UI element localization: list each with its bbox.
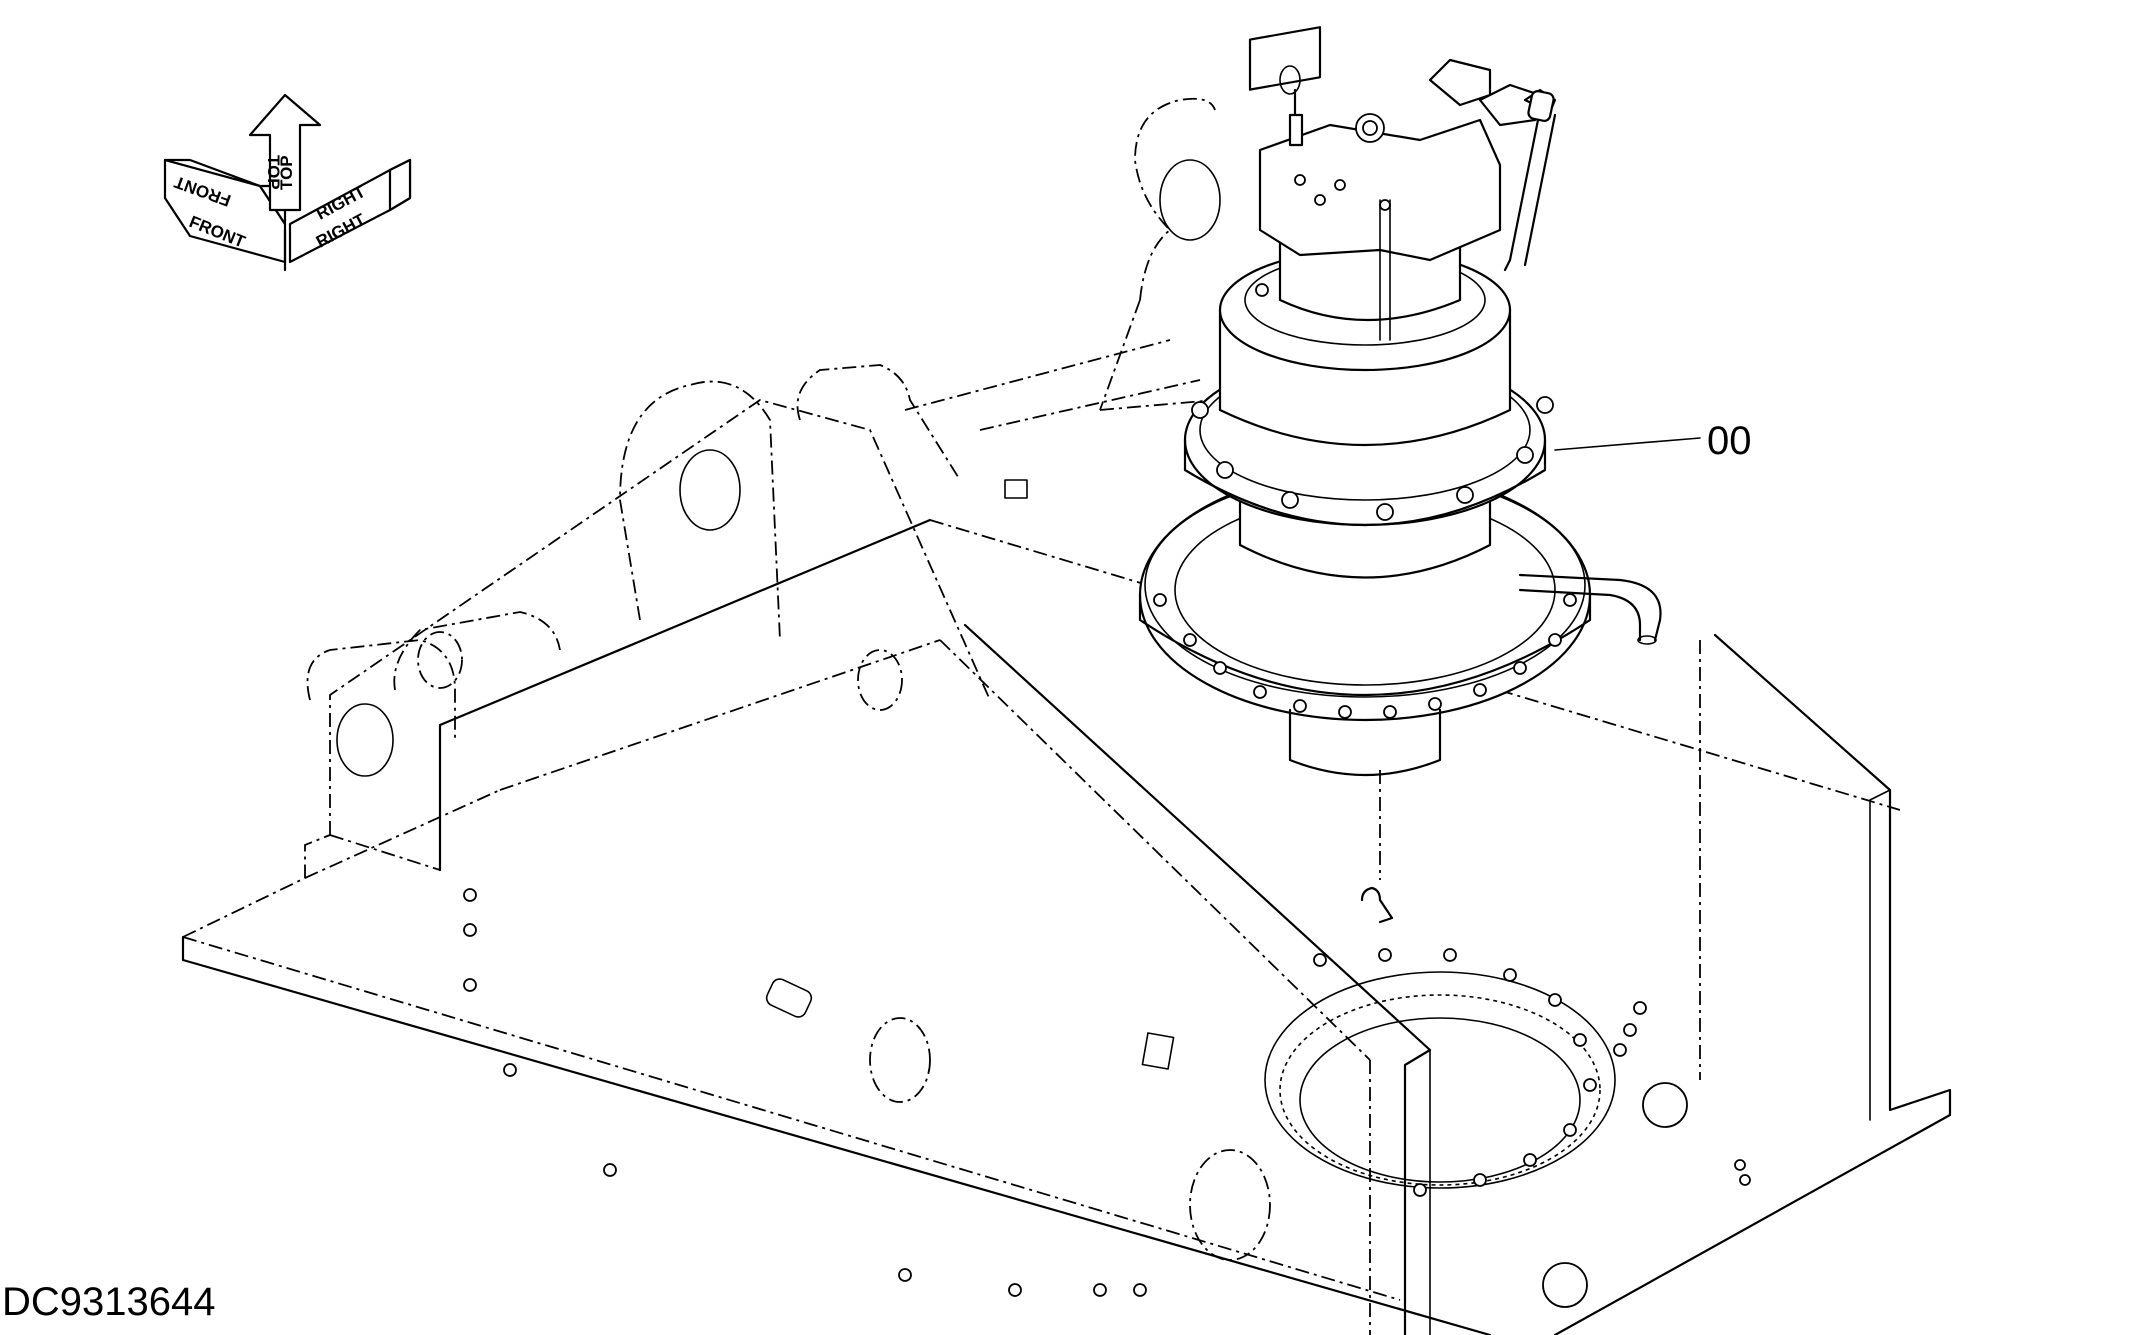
- orientation-label-top: TOP: [264, 155, 283, 190]
- swing-motor-assembly: [1138, 26, 1662, 924]
- orientation-arrows-icon: [163, 93, 412, 272]
- bolt-holes: [463, 888, 1751, 1308]
- callout-label: 00: [1707, 419, 1752, 463]
- orientation-label-top-2: TOP: [277, 155, 296, 190]
- flange-bolts: [1153, 593, 1577, 719]
- upper-frame: [181, 97, 1952, 1335]
- drawing-number: DC9313644: [2, 1280, 216, 1324]
- ring-bolts: [1191, 396, 1554, 521]
- leader-line: [1554, 437, 1701, 451]
- callout-00: 00: [1554, 419, 1752, 463]
- orientation-indicator: FRONT FRONT TOP TOP RIGHT RIGHT: [163, 93, 412, 272]
